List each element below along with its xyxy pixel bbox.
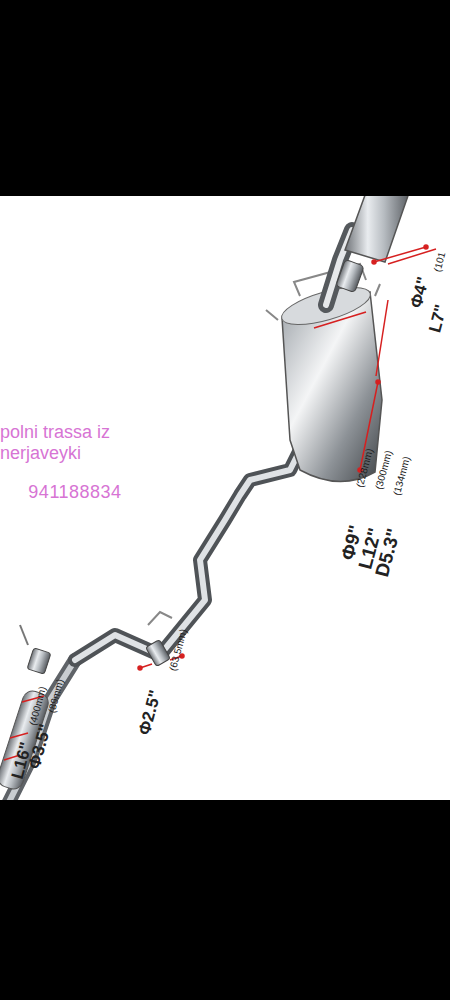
caption-text: polni trassa iz nerjaveyki (0, 422, 150, 463)
caption-text: 941188834 (28, 483, 121, 501)
